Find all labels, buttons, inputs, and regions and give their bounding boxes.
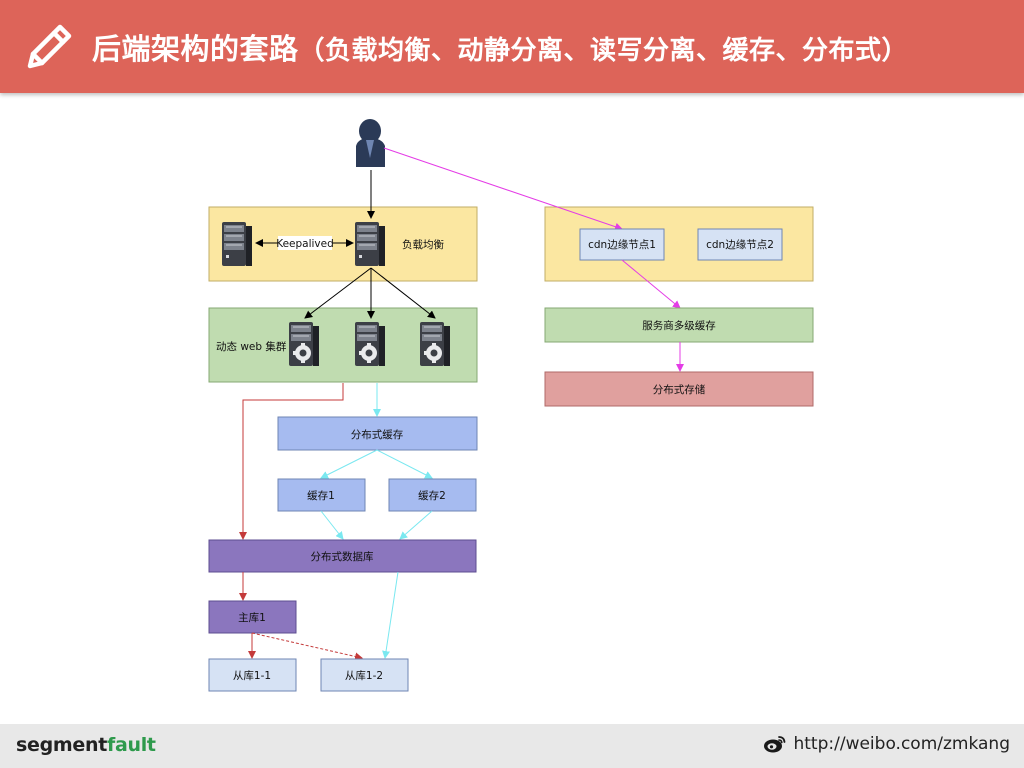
cdn-to-provider-cache-arrow [621, 259, 681, 309]
pencil-icon [27, 24, 72, 69]
user-to-cdn-arrow [383, 147, 623, 231]
db-to-slave2-read-arrow [382, 571, 399, 659]
provider-cache-box [544, 307, 814, 343]
distributed-cache-label: 分布式缓存 [351, 428, 404, 441]
cache1-to-db-arrow [320, 510, 344, 540]
header-bar: 后端架构的套路（负载均衡、动静分离、读写分离、缓存、分布式） [0, 0, 1024, 93]
distributed-db-box [208, 539, 477, 573]
cache1-box [277, 478, 366, 512]
slave1-box [208, 658, 297, 692]
brand-main: segment [16, 734, 107, 756]
web-cluster-label: 动态 web 集群 [216, 340, 287, 353]
page-title-main: 后端架构的套路 [92, 32, 299, 66]
slave2-box [320, 658, 409, 692]
keepalived-label: Keepalived [276, 238, 334, 250]
footer-bar: segmentfault http://weibo.com/zmkang [0, 724, 1024, 768]
weibo-url[interactable]: http://weibo.com/zmkang [793, 734, 1010, 754]
master-db-label: 主库1 [238, 611, 266, 624]
distributed-cache-box [277, 416, 478, 451]
distributed-storage-label: 分布式存储 [653, 383, 706, 396]
cache-to-cache2-arrow [376, 449, 433, 479]
lb-server-icon [354, 221, 386, 267]
slave2-label: 从库1-2 [345, 669, 383, 682]
backup-lb-server-icon [221, 221, 253, 267]
web-server-1-icon [288, 321, 320, 367]
cache2-box [388, 478, 477, 512]
page-title: 后端架构的套路（负载均衡、动静分离、读写分离、缓存、分布式） [92, 26, 908, 68]
lb-to-web1-arrow [304, 267, 372, 319]
weibo-icon [764, 736, 786, 753]
cache-to-cache1-arrow [320, 449, 378, 479]
load-balance-label: 负载均衡 [402, 238, 444, 251]
slave1-label: 从库1-1 [233, 669, 271, 682]
web-to-db-direct-arrow [239, 383, 344, 540]
master-db-box [208, 600, 297, 634]
cdn-node-2 [697, 228, 783, 261]
brand-accent: fault [107, 734, 156, 756]
cache1-label: 缓存1 [307, 489, 335, 502]
cache2-to-db-arrow [399, 510, 433, 540]
cdn-node-1-label: cdn边缘节点1 [588, 238, 656, 251]
lb-to-web3-arrow [370, 267, 436, 319]
weibo-credit: http://weibo.com/zmkang [763, 734, 1010, 754]
distributed-db-label: 分布式数据库 [311, 550, 374, 563]
provider-cache-label: 服务商多级缓存 [642, 319, 716, 332]
cdn-node-2-label: cdn边缘节点2 [706, 238, 774, 251]
web-server-3-icon [419, 321, 451, 367]
keepalived-label-bg [278, 236, 332, 250]
page-subtitle: （负载均衡、动静分离、读写分离、缓存、分布式） [298, 36, 909, 66]
user-icon [356, 119, 385, 167]
web-server-2-icon [354, 321, 386, 367]
distributed-storage-box [544, 371, 814, 407]
segmentfault-logo: segmentfault [16, 734, 156, 756]
master-to-slave2-arrow [251, 632, 363, 661]
cache2-label: 缓存2 [418, 489, 446, 502]
cdn-node-1 [579, 228, 665, 261]
